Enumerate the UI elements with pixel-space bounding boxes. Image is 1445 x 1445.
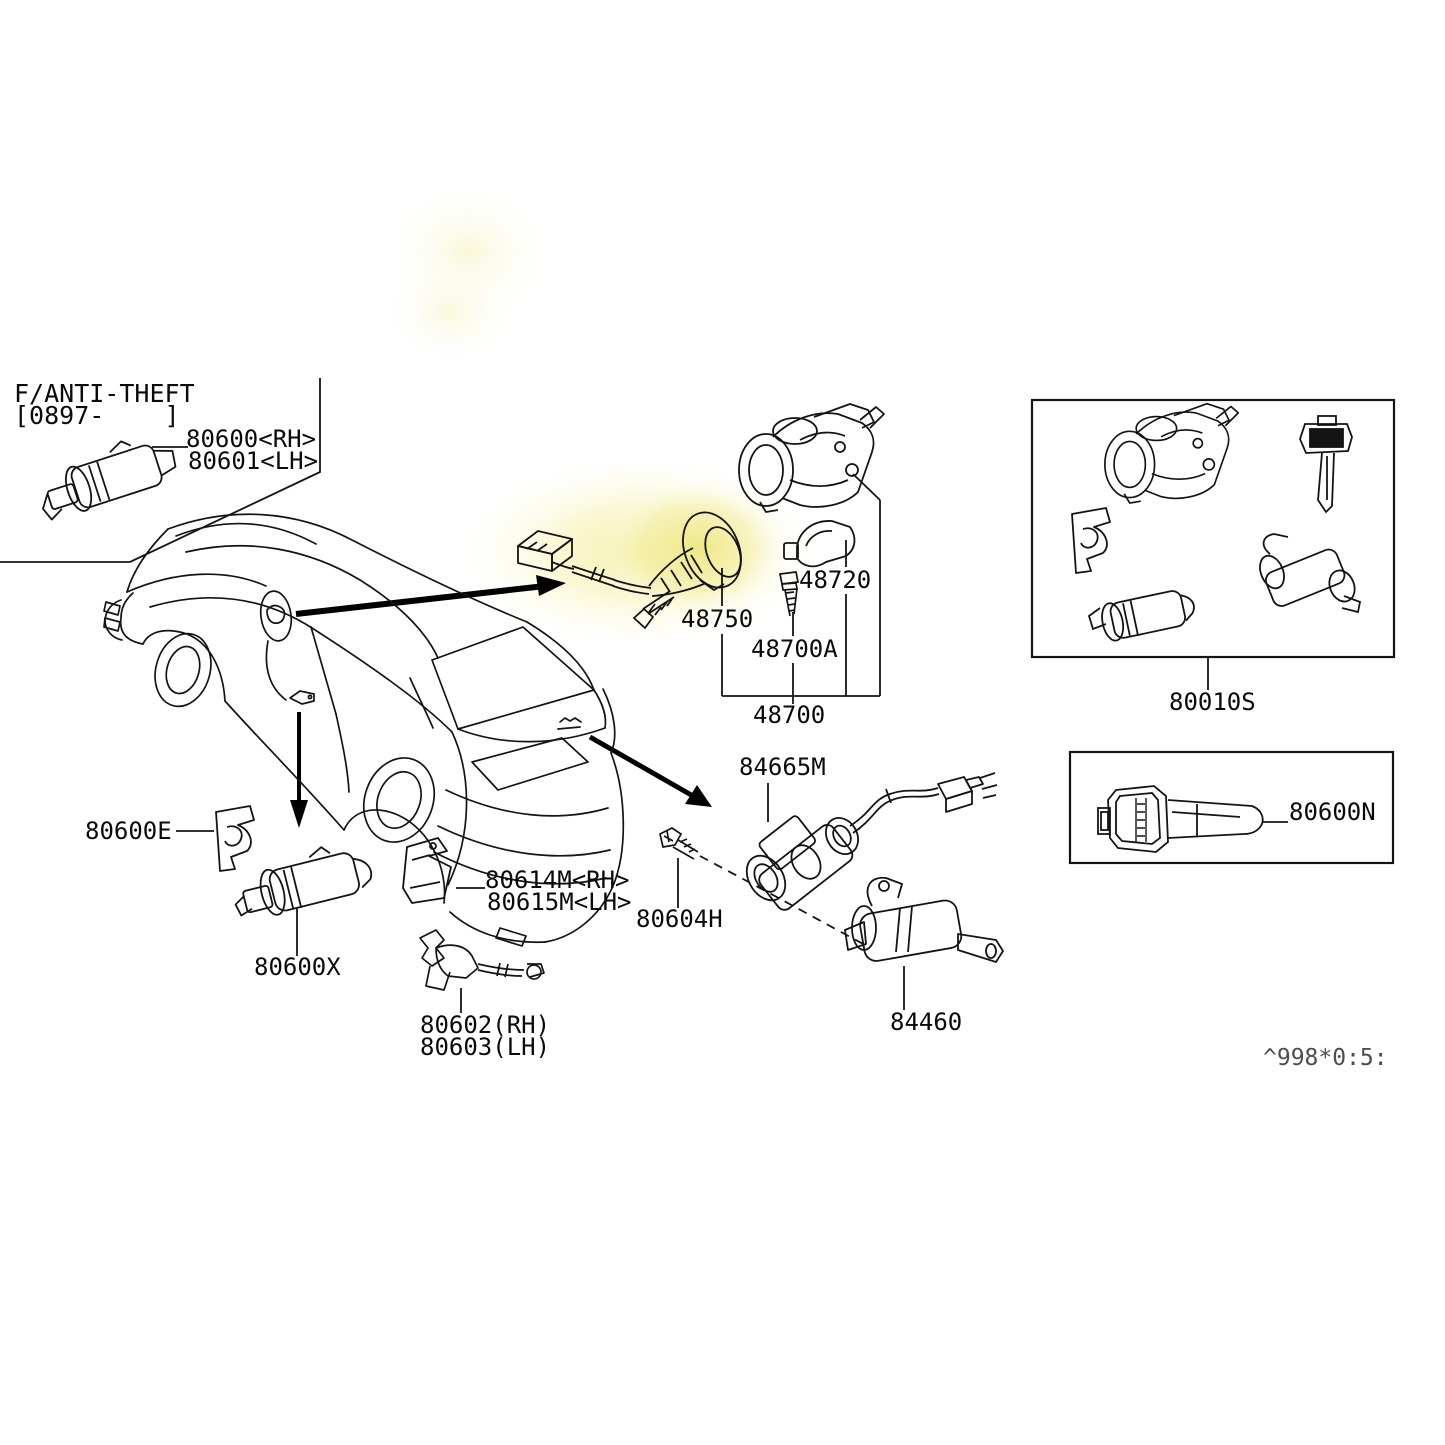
label-48700: 48700 — [753, 701, 826, 729]
trunk-lock-assembly-drawing — [745, 772, 998, 911]
car-drawing — [103, 513, 625, 947]
lock-bracket-drawing — [402, 837, 452, 904]
label-80615m: 80615M<LH> — [487, 888, 632, 916]
label-80614m: 80614M<RH> — [485, 866, 630, 894]
selfshear-bolt-drawing — [778, 571, 800, 617]
trunk-cylinder-lock-drawing — [844, 876, 1004, 963]
master-key-vertical-drawing — [1299, 415, 1353, 514]
label-48750: 48750 — [681, 605, 754, 633]
antitheft-lock-cylinder-drawing — [42, 440, 177, 521]
arrow-trunk-to-lock — [588, 734, 712, 807]
ignition-switch-assembly-drawing — [738, 403, 885, 513]
small-cylinder-drawing — [1087, 590, 1195, 642]
label-80603: 80603(LH) — [420, 1033, 551, 1061]
small-lock-drawing — [1259, 533, 1362, 614]
master-key-box — [1068, 750, 1395, 865]
label-84665m: 84665M — [739, 753, 826, 781]
ignition-harness-drawing — [517, 511, 742, 629]
label-80600n: 80600N — [1289, 798, 1376, 826]
door-lock-cylinder-drawing — [234, 846, 373, 917]
arrow-steering-to-harness — [295, 575, 566, 617]
label-80600x: 80600X — [254, 953, 341, 981]
label-48700a: 48700A — [751, 635, 838, 663]
label-80601-lh: 80601<LH> — [188, 447, 319, 475]
steering-lock-cover-drawing — [783, 520, 856, 568]
key-set-box — [1030, 398, 1396, 659]
label-80600e: 80600E — [85, 817, 172, 845]
label-48720: 48720 — [799, 566, 872, 594]
label-84460: 84460 — [890, 1008, 963, 1036]
label-80600-rh: 80600<RH> — [186, 425, 317, 453]
door-lock-actuator-drawing — [419, 929, 545, 991]
inset-title: F/ANTI-THEFT — [14, 379, 195, 408]
lock-clip-drawing — [215, 805, 255, 872]
master-key-drawing — [1097, 785, 1264, 853]
label-80602: 80602(RH) — [420, 1011, 551, 1039]
leader-lines — [0, 378, 1288, 1013]
arrow-door-to-lock — [290, 712, 308, 828]
screw-drawing — [659, 827, 699, 860]
label-80010s: 80010S — [1169, 688, 1256, 716]
inset-date-range: [0897- ] — [14, 401, 180, 430]
drawing-code-watermark: ^998*0:5: — [1263, 1045, 1388, 1071]
label-80604h: 80604H — [636, 905, 723, 933]
